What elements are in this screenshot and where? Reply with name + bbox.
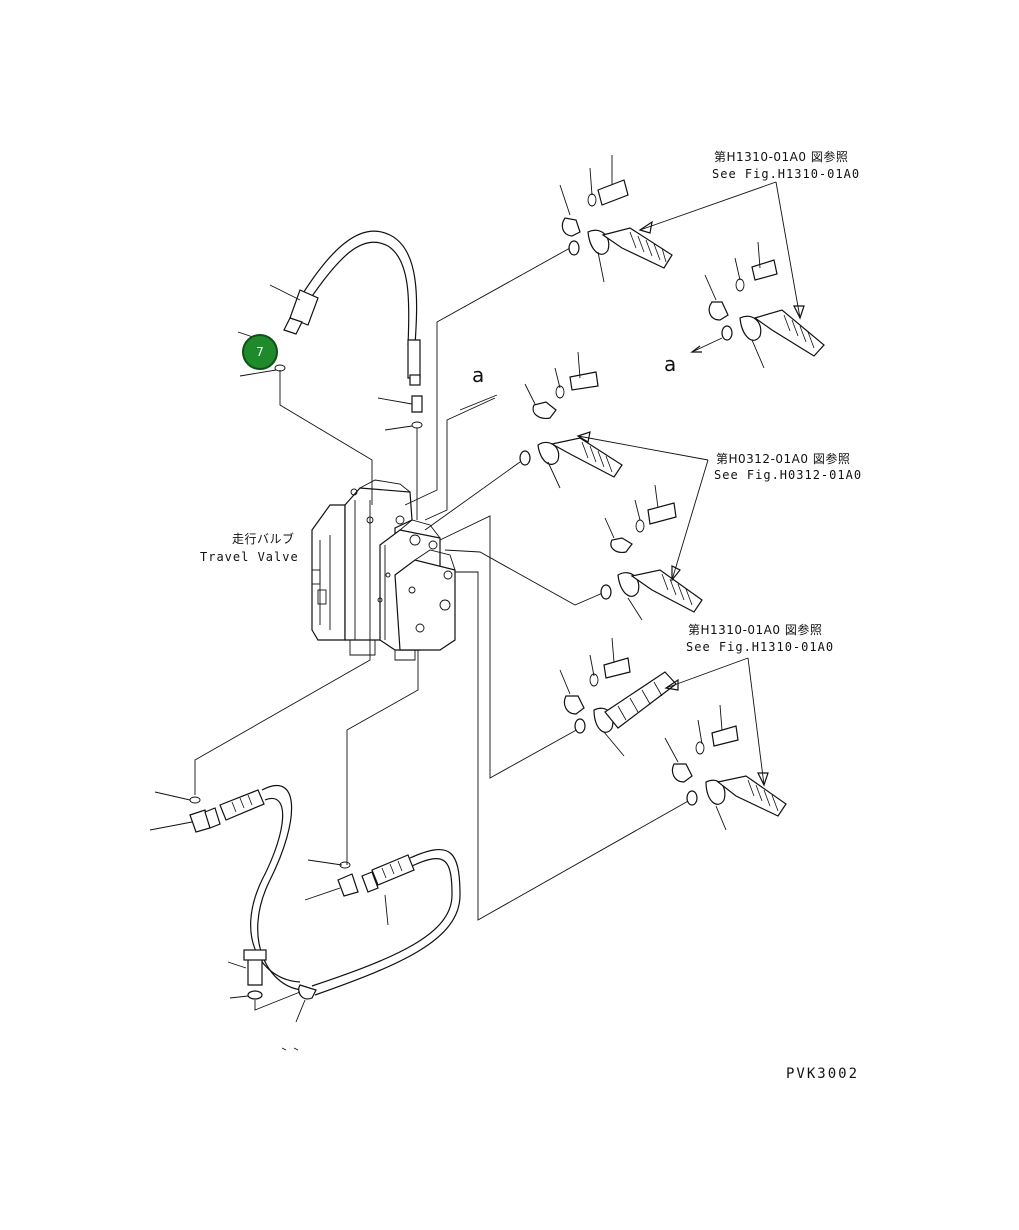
callout-a-right: a [664, 352, 677, 376]
valve-label-jp: 走行バルブ [232, 532, 295, 546]
part-number-label: 7 [256, 345, 264, 359]
valve-label-en: Travel Valve [200, 550, 299, 564]
part-number-badge[interactable]: 7 [242, 334, 278, 370]
ref-label-en-1: See Fig.H1310-01A0 [712, 167, 861, 181]
ref-label-jp-2: 第H0312-01A0 図参照 [716, 452, 851, 466]
pipe-lines [194, 247, 691, 921]
callout-a-upper: a [472, 363, 485, 387]
flange-group-2 [690, 241, 825, 369]
ref-label-jp-3: 第H1310-01A0 図参照 [688, 623, 823, 637]
reference-arrows [576, 181, 805, 787]
flange-group-1 [559, 155, 673, 283]
flange-group-5 [559, 637, 677, 757]
drawing-code: PVK3002 [786, 1066, 860, 1082]
flange-group-4 [600, 484, 703, 621]
flange-group-3 [459, 351, 623, 489]
travel-valve-body [311, 479, 456, 661]
ref-label-jp-1: 第H1310-01A0 図参照 [714, 150, 849, 164]
lower-hose-assembly [149, 784, 461, 1051]
ref-label-en-3: See Fig.H1310-01A0 [686, 640, 835, 654]
flange-group-6 [664, 704, 787, 831]
upper-hose [237, 230, 423, 431]
ref-label-en-2: See Fig.H0312-01A0 [714, 468, 863, 482]
